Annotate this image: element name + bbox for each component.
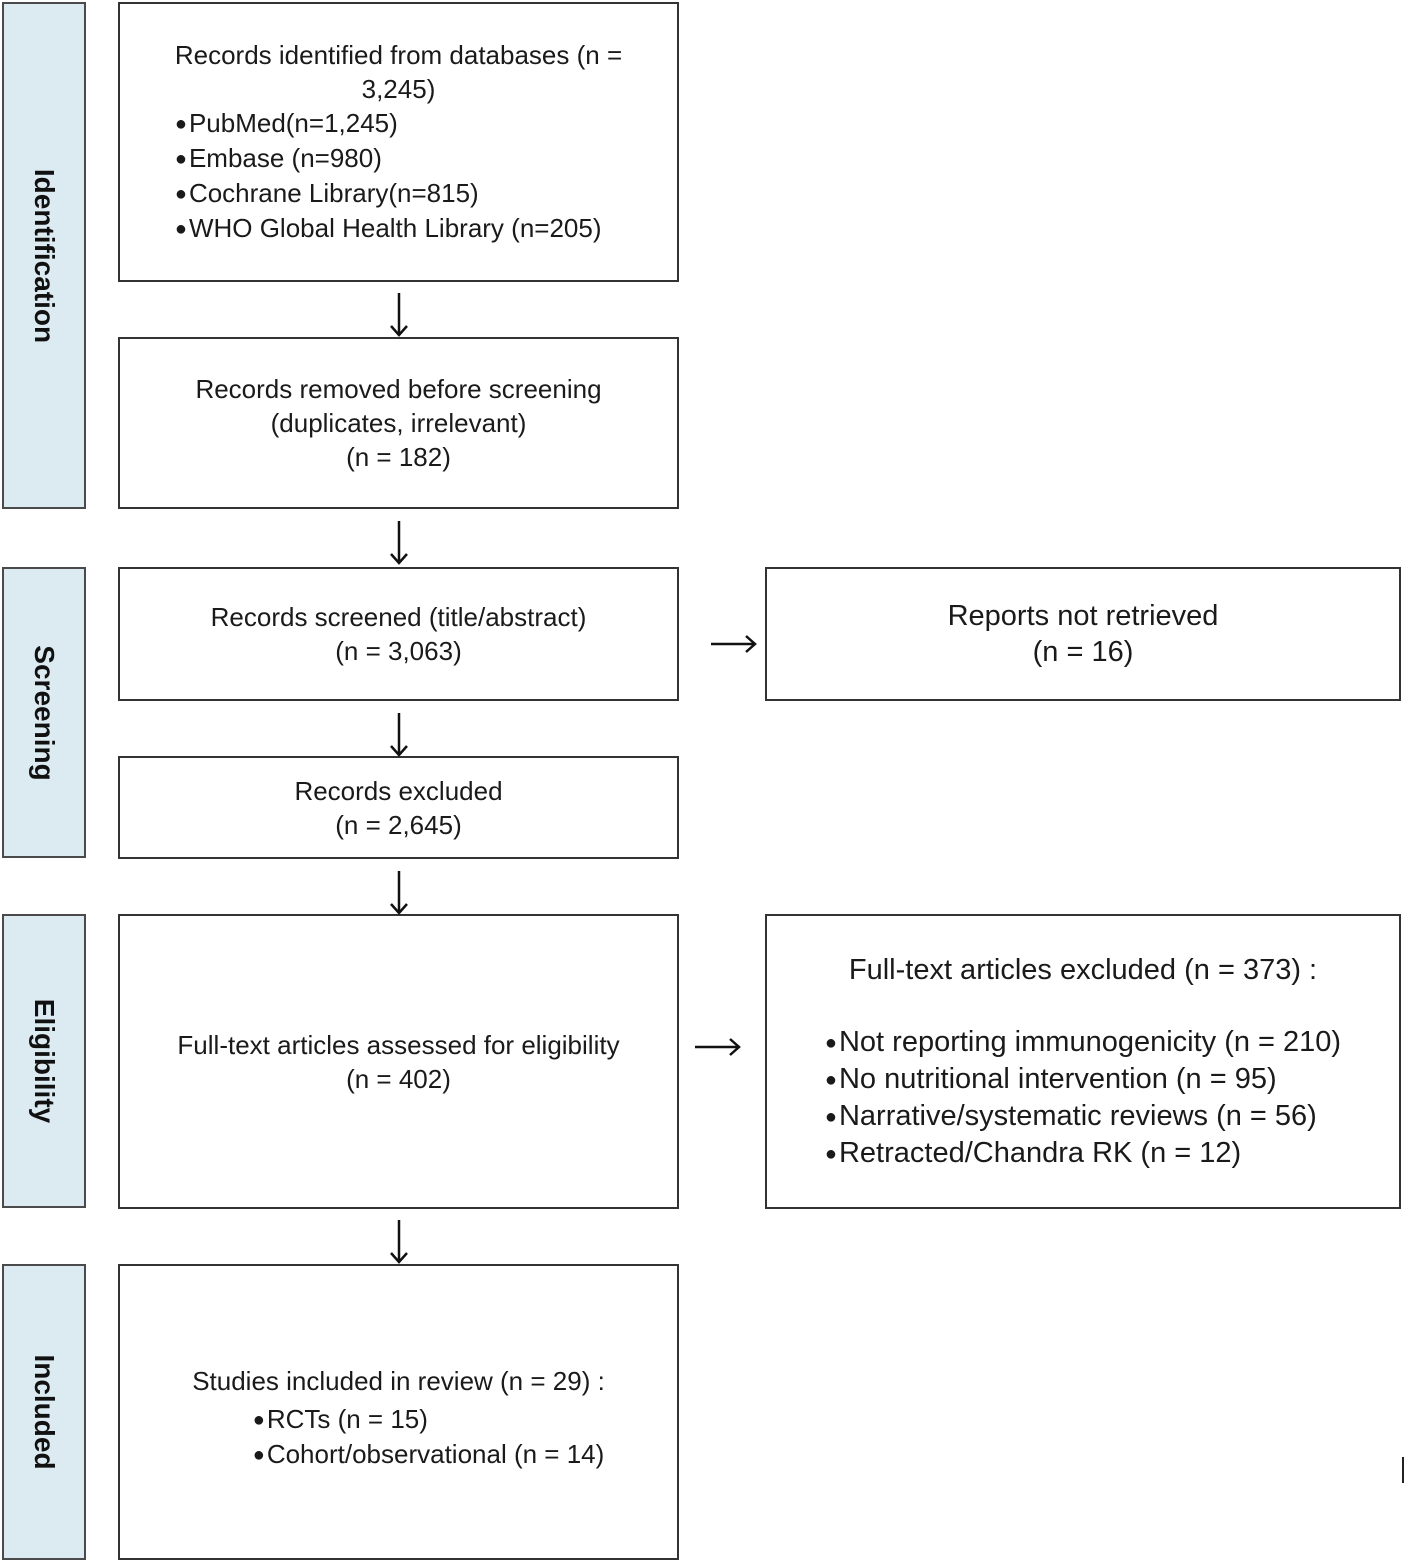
phase-identification: Identification	[2, 2, 86, 509]
screened-line2: (n = 3,063)	[335, 636, 462, 666]
phase-screening-label: Screening	[29, 644, 60, 781]
stray-mark	[1402, 1457, 1404, 1483]
phase-screening: Screening	[2, 567, 86, 858]
arrow-down-5	[390, 1220, 408, 1264]
arrow-down-3	[390, 713, 408, 757]
removed-line3: (n = 182)	[346, 442, 451, 472]
records-screened-box: Records screened (title/abstract) (n = 3…	[118, 567, 679, 701]
included-rcts: RCTs (n = 15)	[253, 1402, 428, 1437]
not-retrieved-line2: (n = 16)	[1032, 636, 1134, 668]
exclusion-reason-4: Retracted/Chandra RK (n = 12)	[825, 1135, 1241, 1172]
fulltext-assessed-box: Full-text articles assessed for eligibil…	[118, 914, 679, 1209]
phase-eligibility: Eligibility	[2, 914, 86, 1208]
source-pubmed: PubMed(n=1,245)	[175, 106, 398, 141]
exclusion-reason-1: Not reporting immunogenicity (n = 210)	[825, 1024, 1341, 1061]
excluded-line1: Records excluded	[294, 775, 503, 806]
arrow-right-2	[695, 1038, 741, 1056]
studies-included-box: Studies included in review (n = 29) : RC…	[118, 1264, 679, 1560]
source-embase: Embase (n=980)	[175, 141, 382, 176]
included-heading: Studies included in review (n = 29) :	[192, 1366, 605, 1396]
source-cochrane: Cochrane Library(n=815)	[175, 176, 479, 211]
arrow-down-1	[390, 293, 408, 337]
records-excluded-box: Records excluded (n = 2,645)	[118, 756, 679, 859]
exclusion-reason-3: Narrative/systematic reviews (n = 56)	[825, 1098, 1317, 1135]
fulltext-line1: Full-text articles assessed for eligibil…	[177, 1029, 620, 1060]
fulltext-excluded-heading: Full-text articles excluded (n = 373) :	[848, 954, 1318, 986]
phase-included: Included	[2, 1264, 86, 1560]
identified-line2: 3,245)	[361, 74, 436, 104]
exclusion-reason-2: No nutritional intervention (n = 95)	[825, 1061, 1277, 1098]
fulltext-line2: (n = 402)	[346, 1063, 451, 1094]
arrow-right-1	[711, 635, 757, 653]
removed-line2: (duplicates, irrelevant)	[270, 408, 527, 438]
not-retrieved-line1: Reports not retrieved	[947, 600, 1219, 632]
fulltext-excluded-box: Full-text articles excluded (n = 373) : …	[765, 914, 1401, 1209]
excluded-line2: (n = 2,645)	[335, 809, 462, 840]
phase-included-label: Included	[29, 1354, 60, 1470]
screened-line1: Records screened (title/abstract)	[210, 602, 587, 632]
identified-line1: Records identified from databases (n =	[174, 40, 623, 70]
phase-identification-label: Identification	[29, 168, 60, 343]
arrow-down-2	[390, 521, 408, 565]
included-cohort: Cohort/observational (n = 14)	[253, 1437, 604, 1472]
arrow-down-4	[390, 871, 408, 915]
removed-line1: Records removed before screening	[195, 374, 602, 404]
phase-eligibility-label: Eligibility	[29, 998, 60, 1124]
records-removed-box: Records removed before screening (duplic…	[118, 337, 679, 509]
reports-not-retrieved-box: Reports not retrieved (n = 16)	[765, 567, 1401, 701]
records-identified-box: Records identified from databases (n = 3…	[118, 2, 679, 282]
source-who: WHO Global Health Library (n=205)	[175, 211, 602, 246]
